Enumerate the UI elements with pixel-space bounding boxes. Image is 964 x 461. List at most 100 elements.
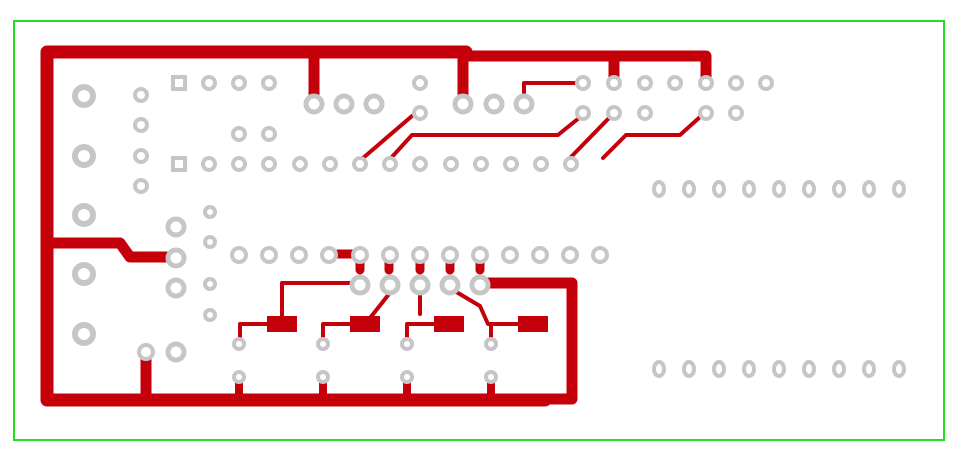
- smd-pads: [267, 316, 548, 332]
- signal-trace-5: [601, 115, 702, 160]
- through-hole-pad: [290, 246, 308, 264]
- through-hole-pad: [201, 156, 217, 172]
- through-hole-pad: [133, 87, 149, 103]
- connector-pad: [72, 203, 96, 227]
- through-hole-pad: [513, 93, 535, 115]
- through-hole-pad: [381, 246, 399, 264]
- header-pad: [772, 360, 786, 378]
- through-hole-pad: [698, 75, 714, 91]
- through-hole-pad: [230, 246, 248, 264]
- header-pad: [652, 180, 666, 198]
- connector-pad: [72, 84, 96, 108]
- header-pad: [682, 360, 696, 378]
- through-hole-pad: [412, 75, 428, 91]
- board-outline: [13, 20, 945, 441]
- header-pad: [862, 360, 876, 378]
- through-hole-pad: [260, 246, 278, 264]
- through-hole-pad: [400, 337, 414, 351]
- through-hole-pad: [201, 75, 217, 91]
- through-hole-pad: [303, 93, 325, 115]
- header-pad: [892, 180, 906, 198]
- header-pad: [802, 360, 816, 378]
- through-hole-pad: [320, 246, 338, 264]
- header-pad: [652, 360, 666, 378]
- signal-trace-4: [568, 115, 612, 160]
- lower-trace-1: [280, 281, 360, 324]
- through-hole-pad: [452, 93, 474, 115]
- top-bus-trace: [460, 50, 712, 84]
- through-hole-pad: [165, 216, 187, 238]
- through-hole-pad: [563, 156, 579, 172]
- header-pad: [712, 180, 726, 198]
- smd-pad: [434, 316, 464, 332]
- square-pad: [171, 75, 187, 91]
- signal-trace-2: [361, 114, 414, 160]
- through-hole-pad: [400, 370, 414, 384]
- through-hole-pad: [606, 75, 622, 91]
- through-hole-pad: [758, 75, 774, 91]
- through-hole-pad: [351, 246, 369, 264]
- through-hole-pad: [441, 246, 459, 264]
- through-hole-pad: [637, 105, 653, 121]
- through-hole-pad: [333, 93, 355, 115]
- through-hole-pad: [261, 126, 277, 142]
- through-hole-pad: [439, 274, 461, 296]
- through-hole-pad: [316, 337, 330, 351]
- through-hole-pad: [469, 274, 491, 296]
- through-hole-pad: [503, 156, 519, 172]
- through-hole-pad: [411, 246, 429, 264]
- through-hole-pad: [501, 246, 519, 264]
- through-hole-pad: [471, 246, 489, 264]
- through-hole-pad: [231, 126, 247, 142]
- through-hole-pad: [412, 156, 428, 172]
- through-hole-pad: [531, 246, 549, 264]
- through-hole-pad: [349, 274, 371, 296]
- through-hole-pad: [133, 178, 149, 194]
- through-hole-pad: [409, 274, 431, 296]
- header-pad: [742, 180, 756, 198]
- through-hole-pad: [561, 246, 579, 264]
- through-hole-pad: [133, 117, 149, 133]
- through-hole-pad: [575, 105, 591, 121]
- through-hole-pad: [203, 235, 217, 249]
- through-hole-pad: [203, 205, 217, 219]
- lower-trace-3: [368, 292, 391, 320]
- connector-pad: [72, 322, 96, 346]
- through-hole-pad: [728, 105, 744, 121]
- through-hole-pad: [484, 337, 498, 351]
- through-hole-pad: [667, 75, 683, 91]
- header-pad: [862, 180, 876, 198]
- ground-bus-trace: [40, 45, 552, 407]
- through-hole-pad: [443, 156, 459, 172]
- through-hole-pad: [575, 75, 591, 91]
- through-hole-pad: [261, 156, 277, 172]
- through-hole-pad: [316, 370, 330, 384]
- through-hole-pad: [322, 156, 338, 172]
- through-hole-pad: [591, 246, 609, 264]
- header-pad: [832, 180, 846, 198]
- signal-trace-3: [389, 116, 581, 160]
- through-hole-pad: [203, 277, 217, 291]
- header-pad: [892, 360, 906, 378]
- through-hole-pad: [379, 274, 401, 296]
- lower-trace-7: [451, 288, 522, 326]
- smd-pad: [267, 316, 297, 332]
- header-pad: [832, 360, 846, 378]
- header-pad: [682, 180, 696, 198]
- header-pad: [802, 180, 816, 198]
- ground-bus-right-trace: [477, 277, 578, 405]
- header-pad: [712, 360, 726, 378]
- through-hole-pad: [606, 105, 622, 121]
- header-pad: [772, 180, 786, 198]
- left-branch-trace: [41, 237, 182, 263]
- through-hole-pad: [483, 93, 505, 115]
- through-hole-pad: [352, 156, 368, 172]
- through-hole-pad: [137, 343, 155, 361]
- through-hole-pad: [382, 156, 398, 172]
- connector-pad: [72, 144, 96, 168]
- through-hole-pad: [232, 370, 246, 384]
- through-hole-pad: [363, 93, 385, 115]
- through-hole-pad: [728, 75, 744, 91]
